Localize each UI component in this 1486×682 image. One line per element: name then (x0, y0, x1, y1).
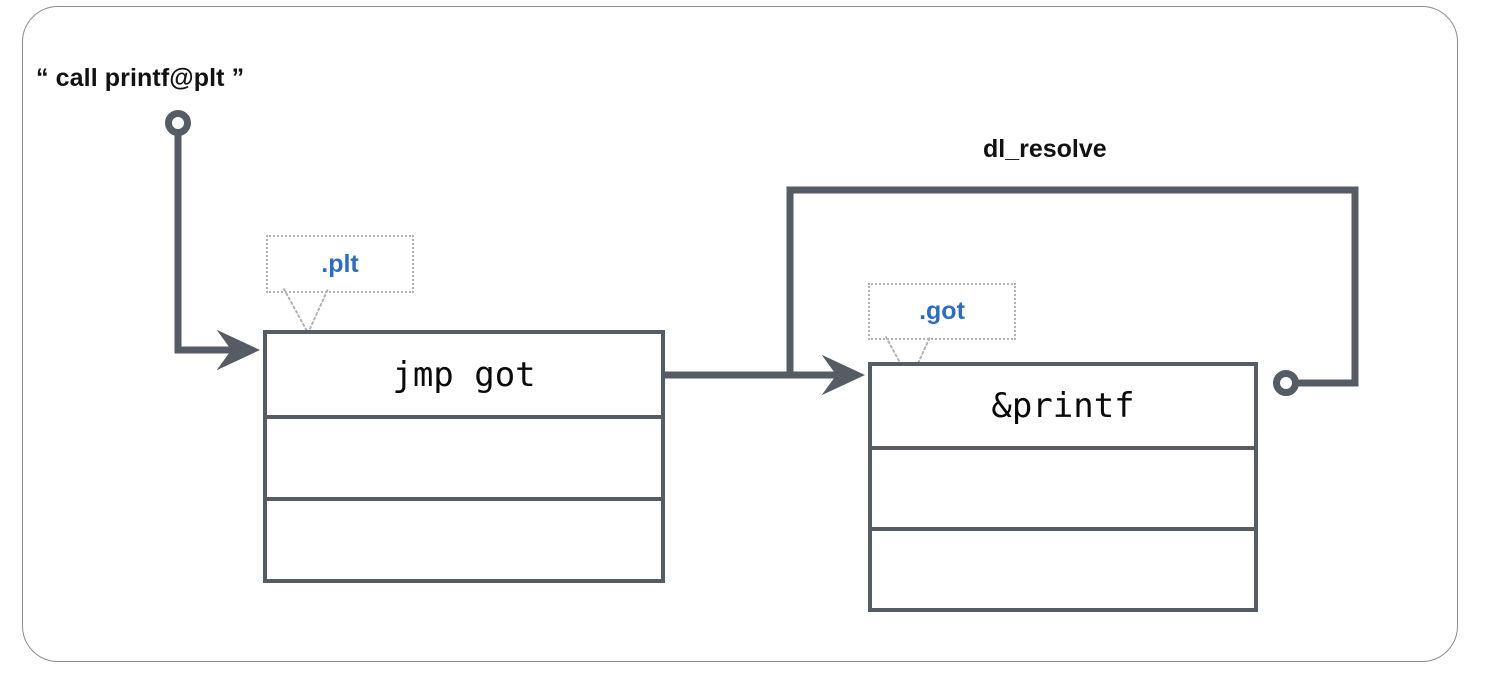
got-section-callout: .got (868, 283, 1016, 340)
got-callout-label: .got (919, 297, 965, 325)
got-table: &printf (868, 362, 1258, 612)
got-row-0[interactable]: &printf (872, 366, 1254, 446)
got-row-0-text: &printf (991, 386, 1135, 426)
plt-row-0-text: jmp got (392, 354, 536, 395)
plt-row-0[interactable]: jmp got (267, 334, 661, 415)
plt-callout-label: .plt (321, 249, 359, 278)
plt-row-2[interactable] (267, 497, 661, 579)
plt-section-callout: .plt (266, 235, 414, 293)
got-row-1[interactable] (872, 446, 1254, 527)
call-printf-plt-label: “ call printf@plt ” (36, 64, 245, 92)
dl-resolve-label: dl_resolve (983, 135, 1107, 163)
plt-table: jmp got (263, 330, 665, 583)
plt-row-1[interactable] (267, 415, 661, 497)
slide-frame (22, 6, 1458, 662)
got-row-2[interactable] (872, 527, 1254, 608)
